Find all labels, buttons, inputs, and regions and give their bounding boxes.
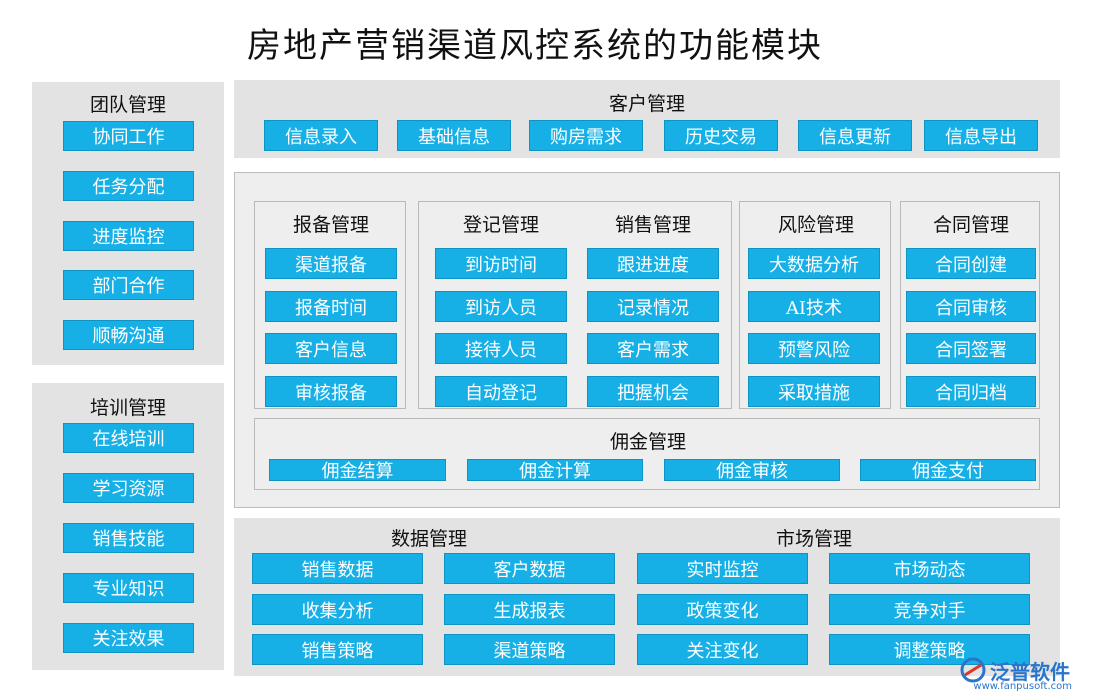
contract-item[interactable]: 合同审核 (906, 291, 1036, 322)
risk-panel: 风险管理 大数据分析 AI技术 预警风险 采取措施 (739, 201, 891, 409)
contract-item[interactable]: 合同签署 (906, 333, 1036, 364)
brand-logo-url: www.fanpusoft.com (973, 681, 1072, 692)
page-title: 房地产营销渠道风控系统的功能模块 (247, 26, 823, 66)
team-title: 团队管理 (89, 94, 166, 116)
sales-item[interactable]: 客户需求 (587, 333, 719, 364)
team-item[interactable]: 协同工作 (63, 121, 194, 151)
customer-item[interactable]: 信息录入 (264, 120, 378, 151)
contract-item[interactable]: 合同归档 (906, 376, 1036, 407)
commission-item[interactable]: 佣金结算 (269, 459, 446, 482)
data-item[interactable]: 渠道策略 (444, 634, 615, 665)
data-item[interactable]: 客户数据 (444, 553, 615, 584)
training-item[interactable]: 专业知识 (63, 573, 194, 603)
risk-item[interactable]: AI技术 (748, 291, 880, 322)
training-item[interactable]: 销售技能 (63, 523, 194, 553)
customer-item[interactable]: 信息导出 (924, 120, 1038, 151)
team-item[interactable]: 部门合作 (63, 270, 194, 300)
register-title: 登记管理 (462, 214, 539, 236)
team-item[interactable]: 任务分配 (63, 171, 194, 201)
brand-logo: 泛普软件 www.fanpusoft.com (960, 650, 1090, 692)
risk-title: 风险管理 (777, 214, 854, 236)
filing-panel: 报备管理 渠道报备 报备时间 客户信息 审核报备 (254, 201, 406, 409)
customer-item[interactable]: 历史交易 (664, 120, 778, 151)
brand-logo-icon (960, 657, 986, 683)
market-item[interactable]: 政策变化 (637, 594, 808, 625)
commission-title: 佣金管理 (609, 431, 686, 453)
sales-item[interactable]: 跟进进度 (587, 248, 719, 279)
filing-item[interactable]: 审核报备 (265, 376, 397, 407)
training-item[interactable]: 在线培训 (63, 423, 194, 453)
sales-title: 销售管理 (614, 214, 691, 236)
register-item[interactable]: 接待人员 (435, 333, 567, 364)
market-item[interactable]: 实时监控 (637, 553, 808, 584)
filing-item[interactable]: 报备时间 (265, 291, 397, 322)
customer-item[interactable]: 信息更新 (798, 120, 912, 151)
register-item[interactable]: 到访时间 (435, 248, 567, 279)
register-sales-panel: 登记管理 销售管理 到访时间 到访人员 接待人员 自动登记 跟进进度 记录情况 … (418, 201, 732, 409)
market-title: 市场管理 (775, 528, 852, 550)
risk-item[interactable]: 大数据分析 (748, 248, 880, 279)
customer-item[interactable]: 基础信息 (397, 120, 511, 151)
training-title: 培训管理 (89, 397, 166, 419)
commission-panel: 佣金管理 佣金结算 佣金计算 佣金审核 佣金支付 (254, 418, 1040, 490)
market-item[interactable]: 竞争对手 (829, 594, 1030, 625)
contract-item[interactable]: 合同创建 (906, 248, 1036, 279)
customer-panel: 客户管理 信息录入 基础信息 购房需求 历史交易 信息更新 信息导出 (234, 80, 1060, 158)
market-item[interactable]: 市场动态 (829, 553, 1030, 584)
market-item[interactable]: 调整策略 (829, 634, 1030, 665)
risk-item[interactable]: 预警风险 (748, 333, 880, 364)
commission-item[interactable]: 佣金计算 (467, 459, 643, 482)
data-item[interactable]: 生成报表 (444, 594, 615, 625)
team-item[interactable]: 进度监控 (63, 221, 194, 251)
sales-item[interactable]: 记录情况 (587, 291, 719, 322)
filing-item[interactable]: 客户信息 (265, 333, 397, 364)
training-item[interactable]: 学习资源 (63, 473, 194, 503)
training-panel: 培训管理 在线培训 学习资源 销售技能 专业知识 关注效果 (32, 383, 224, 670)
contract-panel: 合同管理 合同创建 合同审核 合同签署 合同归档 (900, 201, 1040, 409)
team-panel: 团队管理 协同工作 任务分配 进度监控 部门合作 顺畅沟通 (32, 82, 224, 365)
risk-item[interactable]: 采取措施 (748, 376, 880, 407)
commission-item[interactable]: 佣金支付 (860, 459, 1036, 482)
filing-title: 报备管理 (292, 214, 369, 236)
commission-item[interactable]: 佣金审核 (664, 459, 840, 482)
team-item[interactable]: 顺畅沟通 (63, 320, 194, 350)
brand-logo-text: 泛普软件 (990, 659, 1070, 684)
filing-item[interactable]: 渠道报备 (265, 248, 397, 279)
sales-item[interactable]: 把握机会 (587, 376, 719, 407)
customer-item[interactable]: 购房需求 (529, 120, 643, 151)
data-market-panel: 数据管理 市场管理 销售数据 客户数据 收集分析 生成报表 销售策略 渠道策略 … (234, 518, 1060, 676)
data-item[interactable]: 销售策略 (252, 634, 423, 665)
customer-title: 客户管理 (608, 93, 685, 115)
training-item[interactable]: 关注效果 (63, 623, 194, 653)
data-title: 数据管理 (390, 528, 467, 550)
contract-title: 合同管理 (932, 214, 1009, 236)
data-item[interactable]: 收集分析 (252, 594, 423, 625)
register-item[interactable]: 到访人员 (435, 291, 567, 322)
data-item[interactable]: 销售数据 (252, 553, 423, 584)
register-item[interactable]: 自动登记 (435, 376, 567, 407)
market-item[interactable]: 关注变化 (637, 634, 808, 665)
